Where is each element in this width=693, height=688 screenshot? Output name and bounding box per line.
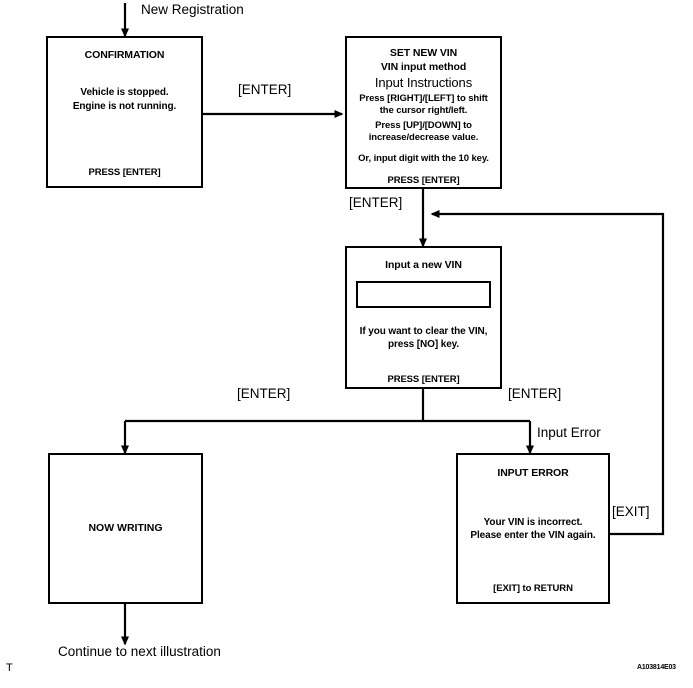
- vin-input-field[interactable]: [356, 281, 491, 308]
- setvin-instruction-2b: increase/decrease value.: [368, 132, 479, 143]
- corner-mark: T: [6, 662, 13, 674]
- edge-label-setvin-to-inputvin: [ENTER]: [349, 195, 403, 210]
- box-input-new-vin: Input a new VIN If you want to clear the…: [345, 246, 502, 389]
- setvin-instruction-1b: the cursor right/left.: [379, 105, 468, 116]
- setvin-instruction-3: Or, input digit with the 10 key.: [358, 153, 489, 164]
- inputvin-hint-1: If you want to clear the VIN,: [359, 326, 488, 337]
- exit-label: Continue to next illustration: [58, 644, 221, 659]
- setvin-instruction-2a: Press [UP]/[DOWN] to: [375, 120, 472, 131]
- input-error-title: INPUT ERROR: [497, 467, 569, 479]
- edge-label-confirmation-to-setvin: [ENTER]: [238, 82, 292, 97]
- confirmation-footer: PRESS [ENTER]: [88, 167, 161, 178]
- inputvin-title: Input a new VIN: [385, 259, 462, 271]
- inputvin-hint-2: press [NO] key.: [387, 339, 460, 350]
- setvin-subtitle: VIN input method: [380, 61, 467, 73]
- edge-label-exit-return: [EXIT]: [612, 504, 650, 519]
- setvin-heading: Input Instructions: [374, 75, 473, 90]
- edge-label-input-error-branch: Input Error: [537, 425, 601, 440]
- box-confirmation: CONFIRMATION Vehicle is stopped. Engine …: [46, 36, 203, 188]
- setvin-footer: PRESS [ENTER]: [387, 175, 460, 186]
- input-error-footer: [EXIT] to RETURN: [493, 583, 573, 594]
- now-writing-label: NOW WRITING: [88, 522, 163, 534]
- box-set-new-vin: SET NEW VIN VIN input method Input Instr…: [345, 36, 502, 189]
- confirmation-title: CONFIRMATION: [84, 49, 165, 61]
- confirmation-line-2: Engine is not running.: [72, 101, 177, 112]
- box-input-error: INPUT ERROR Your VIN is incorrect. Pleas…: [456, 453, 610, 604]
- box-now-writing: NOW WRITING: [48, 453, 203, 604]
- setvin-title: SET NEW VIN: [389, 47, 458, 59]
- confirmation-line-1: Vehicle is stopped.: [80, 87, 169, 98]
- inputvin-footer: PRESS [ENTER]: [387, 374, 460, 385]
- edge-label-inputvin-to-inputerror: [ENTER]: [508, 386, 562, 401]
- input-error-line-2: Please enter the VIN again.: [470, 530, 596, 541]
- setvin-instruction-1a: Press [RIGHT]/[LEFT] to shift: [359, 93, 488, 104]
- edge-label-inputvin-to-nowwriting: [ENTER]: [237, 386, 291, 401]
- entry-label: New Registration: [141, 2, 244, 17]
- input-error-line-1: Your VIN is incorrect.: [483, 517, 583, 528]
- reference-code: A103814E03: [637, 664, 676, 671]
